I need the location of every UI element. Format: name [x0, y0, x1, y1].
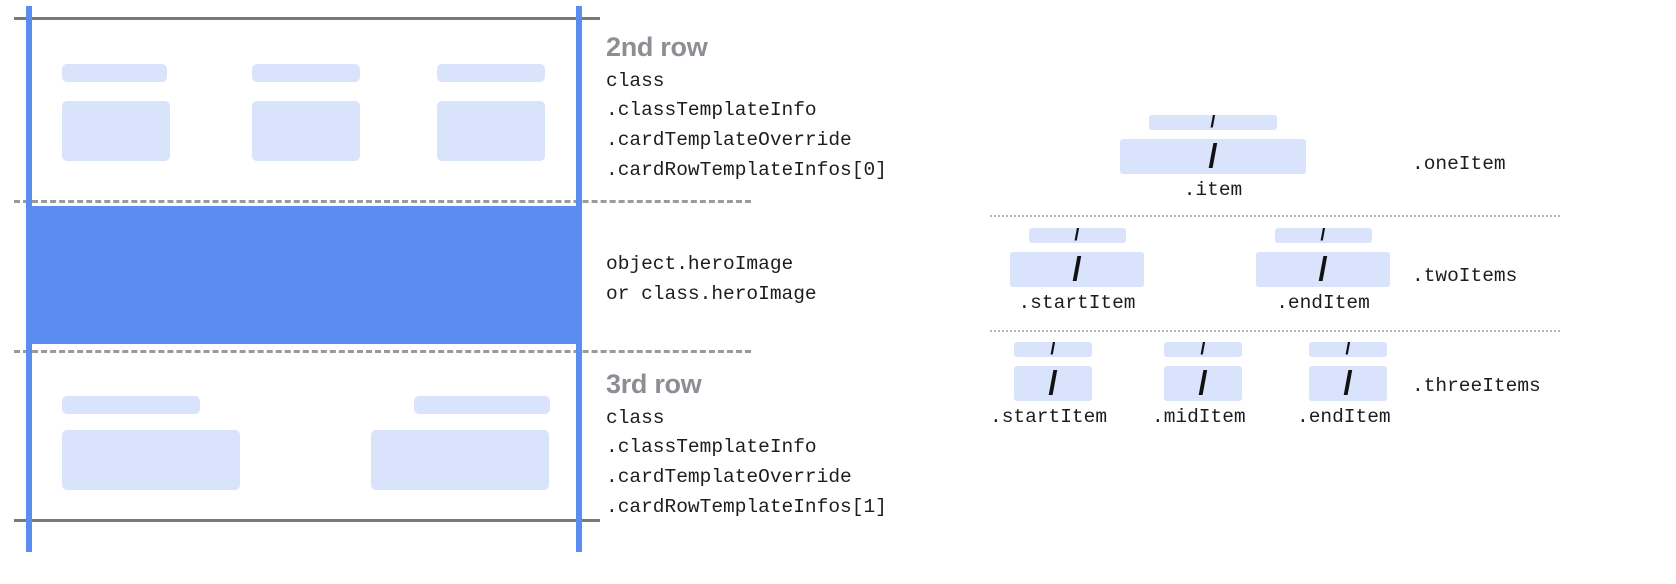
- one-item-main-bar: /: [1120, 139, 1306, 174]
- variant-label-three-items: .threeItems: [1412, 375, 1541, 397]
- three-items-end-top-bar: /: [1309, 342, 1387, 357]
- row-item-variants-diagram: / / .item .oneItem / / .startItem / /: [960, 0, 1676, 584]
- second-row-annotation-code: class .classTemplateInfo .cardTemplateOv…: [606, 69, 887, 181]
- third-row-annotation-title: 3rd row: [606, 369, 702, 399]
- card-bottom-edge: [14, 519, 600, 522]
- card-template-diagram: [0, 0, 751, 584]
- row-divider-upper: [14, 200, 751, 203]
- slash-icon: /: [1072, 252, 1082, 287]
- variant-divider-2: [990, 330, 1560, 332]
- card-left-rail: [26, 6, 32, 552]
- slash-icon: /: [1318, 252, 1328, 287]
- row-divider-lower: [14, 350, 751, 353]
- hero-image-annotation-code: object.heroImage or class.heroImage: [606, 253, 817, 305]
- three-items-mid-main-bar: /: [1164, 366, 1242, 401]
- slash-icon: /: [1343, 366, 1353, 401]
- three-items-end-label: .endItem: [1297, 406, 1391, 428]
- row3-value-placeholder-1: [62, 430, 240, 490]
- one-item-top-bar: /: [1149, 115, 1277, 130]
- hero-image-annotation: object.heroImage or class.heroImage: [606, 250, 817, 309]
- two-items-end-label: .endItem: [1276, 292, 1370, 314]
- slash-icon: /: [1210, 115, 1216, 130]
- three-items-mid-label: .midItem: [1152, 406, 1246, 428]
- two-items-start-label: .startItem: [1018, 292, 1136, 314]
- row2-value-placeholder-3: [437, 101, 545, 161]
- row2-label-placeholder-1: [62, 64, 167, 82]
- two-items-end-main-bar: /: [1256, 252, 1390, 287]
- variant-divider-1: [990, 215, 1560, 217]
- three-items-start-main-bar: /: [1014, 366, 1092, 401]
- variant-three-items-mid-cell: / / .midItem: [1152, 342, 1246, 428]
- variant-three-items-start-cell: / / .startItem: [990, 342, 1107, 428]
- slash-icon: /: [1198, 366, 1208, 401]
- two-items-end-top-bar: /: [1274, 228, 1372, 243]
- variant-label-one-item: .oneItem: [1412, 153, 1506, 175]
- slash-icon: /: [1048, 366, 1058, 401]
- variant-two-items-start-cell: / / .startItem: [1010, 228, 1144, 314]
- card-right-rail: [576, 6, 582, 552]
- row2-value-placeholder-1: [62, 101, 170, 161]
- slash-icon: /: [1208, 139, 1218, 174]
- variant-two-items-end-cell: / / .endItem: [1256, 228, 1390, 314]
- one-item-label: .item: [1183, 179, 1243, 201]
- card-top-edge: [14, 17, 600, 20]
- third-row-annotation-code: class .classTemplateInfo .cardTemplateOv…: [606, 406, 887, 518]
- variant-label-two-items: .twoItems: [1412, 265, 1518, 287]
- three-items-start-top-bar: /: [1014, 342, 1092, 357]
- slash-icon: /: [1320, 228, 1326, 243]
- three-items-mid-top-bar: /: [1164, 342, 1242, 357]
- variant-one-item-cell: / / .item: [1120, 115, 1306, 201]
- second-row-annotation: 2nd row class .classTemplateInfo .cardTe…: [606, 32, 887, 185]
- row2-label-placeholder-2: [252, 64, 360, 82]
- row3-label-placeholder-1: [62, 396, 200, 414]
- slash-icon: /: [1200, 342, 1206, 357]
- row2-label-placeholder-3: [437, 64, 545, 82]
- slash-icon: /: [1345, 342, 1351, 357]
- slash-icon: /: [1074, 228, 1080, 243]
- variant-three-items-end-cell: / / .endItem: [1297, 342, 1391, 428]
- row3-value-placeholder-2: [371, 430, 549, 490]
- row3-label-placeholder-2: [414, 396, 550, 414]
- two-items-start-top-bar: /: [1028, 228, 1126, 243]
- second-row-annotation-title: 2nd row: [606, 32, 708, 62]
- hero-image-band: [30, 206, 578, 344]
- three-items-end-main-bar: /: [1309, 366, 1387, 401]
- three-items-start-label: .startItem: [990, 406, 1108, 428]
- slash-icon: /: [1050, 342, 1056, 357]
- two-items-start-main-bar: /: [1010, 252, 1144, 287]
- row2-value-placeholder-2: [252, 101, 360, 161]
- third-row-annotation: 3rd row class .classTemplateInfo .cardTe…: [606, 369, 887, 522]
- annotation-column: 2nd row class .classTemplateInfo .cardTe…: [602, 0, 992, 584]
